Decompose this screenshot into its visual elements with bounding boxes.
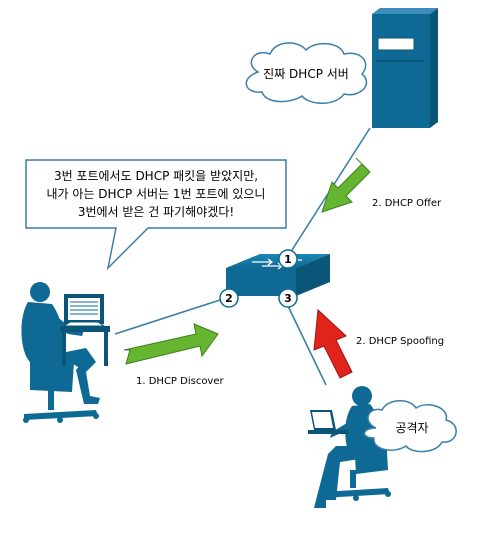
link-client-switch bbox=[114, 299, 221, 335]
server-cloud-label: 진짜 DHCP 서버 bbox=[263, 67, 349, 81]
port-3-label: 3 bbox=[284, 292, 292, 305]
bubble-line-2: 내가 아는 DHCP 서버는 1번 포트에 있으니 bbox=[47, 187, 266, 201]
workstation-user-icon bbox=[21, 282, 110, 423]
port-2-label: 2 bbox=[225, 292, 233, 305]
offer-arrow bbox=[321, 157, 371, 213]
discover-label: 1. DHCP Discover bbox=[136, 376, 225, 387]
discover-arrow bbox=[123, 323, 219, 365]
spoofing-label: 2. DHCP Spoofing bbox=[356, 336, 444, 347]
bubble-line-3: 3번에서 받은 건 파기해야겠다! bbox=[78, 205, 234, 219]
bubble-line-1: 3번 포트에서도 DHCP 패킷을 받았지만, bbox=[54, 169, 258, 183]
server-cloud: 진짜 DHCP 서버 bbox=[245, 42, 368, 104]
attacker-cloud-label: 공격자 bbox=[395, 421, 428, 435]
attacker-cloud: 공격자 bbox=[363, 400, 457, 453]
spoofing-arrow bbox=[313, 308, 353, 379]
port-2: 2 bbox=[219, 288, 239, 308]
port-1-label: 1 bbox=[284, 253, 292, 266]
port-1: 1 bbox=[278, 249, 298, 269]
network-switch-icon bbox=[226, 254, 330, 296]
link-attacker-switch bbox=[287, 305, 327, 386]
offer-label: 2. DHCP Offer bbox=[372, 198, 442, 209]
speech-bubble: 3번 포트에서도 DHCP 패킷을 받았지만, 내가 아는 DHCP 서버는 1… bbox=[25, 159, 287, 271]
screen-lines-icon bbox=[70, 301, 98, 315]
port-3: 3 bbox=[278, 288, 298, 308]
tower-server-icon bbox=[372, 8, 438, 128]
